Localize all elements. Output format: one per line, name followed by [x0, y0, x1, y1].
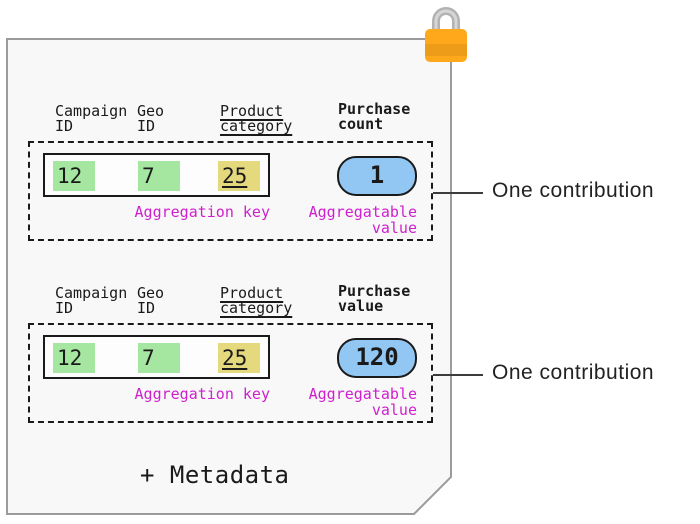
key-cell-product-category: 25 — [218, 161, 260, 191]
lock-icon — [425, 7, 467, 62]
one-contribution-label: One contribution — [492, 361, 655, 384]
aggregation-key-label: Aggregation key — [134, 385, 270, 403]
key-cell-campaign-id: 12 — [53, 161, 95, 191]
column-header-campaign-id: Campaign ID — [55, 284, 128, 317]
contribution-connector-line — [433, 374, 483, 376]
aggregatable-value-pill: 1 — [337, 156, 417, 196]
contribution-connector-line — [433, 192, 483, 194]
column-header-purchase-count: Purchase count — [338, 100, 411, 133]
column-header-campaign-id: Campaign ID — [55, 102, 128, 135]
column-header-product-category: Product category — [220, 102, 293, 135]
metadata-label: + Metadata — [140, 461, 290, 489]
column-header-purchase-value: Purchase value — [338, 282, 411, 315]
key-cell-campaign-id: 12 — [53, 343, 95, 373]
lock-shackle-highlight — [434, 9, 458, 34]
product-category-value: 25 — [222, 164, 248, 188]
column-header-geo-id: Geo ID — [137, 102, 165, 135]
column-header-geo-id: Geo ID — [137, 284, 165, 317]
lock-body — [425, 29, 467, 62]
product-category-value: 25 — [222, 346, 248, 370]
contribution-boundary-box — [28, 323, 433, 423]
one-contribution-label: One contribution — [492, 179, 655, 202]
column-header-product-category: Product category — [220, 284, 293, 317]
aggregatable-value-pill: 120 — [337, 338, 417, 378]
aggregatable-value-label: Aggregatable value — [308, 203, 417, 237]
key-cell-geo-id: 7 — [138, 161, 180, 191]
contribution-section-2: Campaign ID Geo ID Product category Purc… — [0, 282, 700, 476]
lock-body-shade — [425, 44, 467, 56]
key-cell-geo-id: 7 — [138, 343, 180, 373]
contribution-section-1: Campaign ID Geo ID Product category Purc… — [0, 100, 700, 294]
contribution-boundary-box — [28, 141, 433, 241]
key-cell-product-category: 25 — [218, 343, 260, 373]
aggregation-key-label: Aggregation key — [134, 203, 270, 221]
aggregatable-value-label: Aggregatable value — [308, 385, 417, 419]
